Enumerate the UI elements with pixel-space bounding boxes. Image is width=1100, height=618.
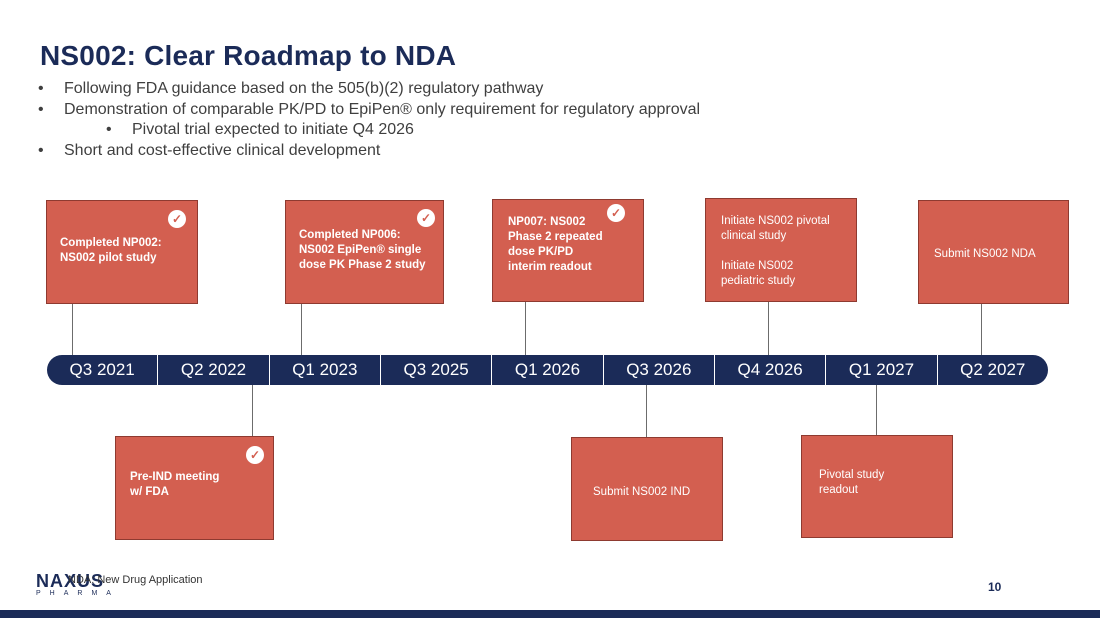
connector-line bbox=[301, 304, 302, 355]
page-number: 10 bbox=[988, 580, 1002, 594]
check-icon: ✓ bbox=[246, 446, 264, 464]
timeline-quarter: Q2 2022 bbox=[158, 355, 270, 385]
check-icon: ✓ bbox=[607, 204, 625, 222]
connector-line bbox=[876, 385, 877, 435]
connector-line bbox=[525, 302, 526, 355]
check-icon: ✓ bbox=[417, 209, 435, 227]
connector-line bbox=[252, 385, 253, 436]
timeline-quarter: Q1 2027 bbox=[826, 355, 938, 385]
milestone-np002: Completed NP002: NS002 pilot study ✓ bbox=[46, 200, 198, 304]
milestone-pivotal-readout: Pivotal study readout bbox=[801, 435, 953, 538]
bullet-text: Short and cost-effective clinical develo… bbox=[64, 141, 381, 159]
bullet-text: Pivotal trial expected to initiate Q4 20… bbox=[132, 121, 414, 138]
check-icon: ✓ bbox=[168, 210, 186, 228]
bullet-item: •Following FDA guidance based on the 505… bbox=[38, 79, 700, 100]
timeline-quarter: Q3 2021 bbox=[47, 355, 159, 385]
connector-line bbox=[72, 304, 73, 355]
milestone-ind: Submit NS002 IND bbox=[571, 437, 723, 541]
milestone-pivotal-initiation: Initiate NS002 pivotal clinical study In… bbox=[705, 198, 857, 302]
footnote: NDA: New Drug Application bbox=[68, 574, 203, 586]
company-logo: NAXUS PHARMA bbox=[36, 571, 120, 597]
bullet-text: Demonstration of comparable PK/PD to Epi… bbox=[64, 100, 701, 118]
milestone-nda: Submit NS002 NDA bbox=[918, 200, 1069, 304]
page-title: NS002: Clear Roadmap to NDA bbox=[40, 40, 457, 71]
bullet-text: Following FDA guidance based on the 505(… bbox=[64, 80, 544, 97]
connector-line bbox=[646, 385, 647, 437]
timeline-quarter: Q3 2026 bbox=[604, 355, 715, 385]
timeline-quarter: Q1 2026 bbox=[492, 355, 604, 385]
milestone-np006: Completed NP006: NS002 EpiPen® single do… bbox=[285, 200, 444, 304]
bullet-item: •Demonstration of comparable PK/PD to Ep… bbox=[38, 100, 700, 121]
bullet-list: •Following FDA guidance based on the 505… bbox=[38, 79, 700, 161]
timeline-quarter: Q3 2025 bbox=[381, 355, 493, 385]
connector-line bbox=[768, 302, 769, 355]
sub-bullet-item: •Pivotal trial expected to initiate Q4 2… bbox=[38, 120, 700, 141]
timeline-bar: Q3 2021 Q2 2022 Q1 2023 Q3 2025 Q1 2026 … bbox=[47, 355, 1048, 385]
connector-line bbox=[981, 304, 982, 355]
milestone-np007: NP007: NS002 Phase 2 repeated dose PK/PD… bbox=[492, 199, 644, 302]
timeline-quarter: Q4 2026 bbox=[715, 355, 827, 385]
bullet-item: •Short and cost-effective clinical devel… bbox=[38, 141, 700, 162]
bottom-bar bbox=[0, 610, 1100, 618]
timeline-quarter: Q2 2027 bbox=[960, 360, 1026, 379]
timeline-quarter: Q1 2023 bbox=[270, 355, 381, 385]
milestone-pre-ind: Pre-IND meeting w/ FDA ✓ bbox=[115, 436, 274, 540]
